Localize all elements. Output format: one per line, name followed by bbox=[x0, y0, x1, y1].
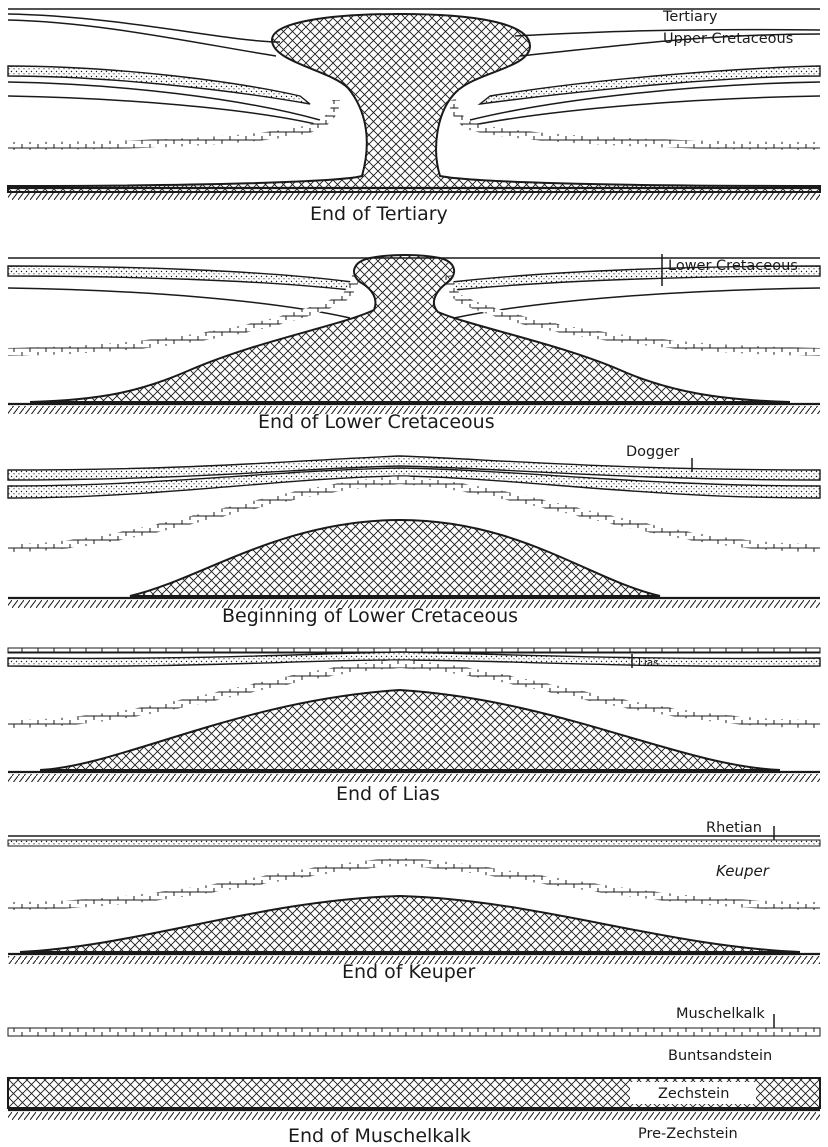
panel-end-of-muschelkalk: Muschelkalk Buntsandstein Zechstein Pre-… bbox=[8, 1006, 820, 1147]
label-muschelkalk: Muschelkalk bbox=[676, 1006, 765, 1022]
panel-end-of-lower-cretaceous: Lower Cretaceous End of Lower Cretaceous bbox=[8, 254, 820, 433]
label-pre-zechstein: Pre-Zechstein bbox=[638, 1126, 738, 1142]
label-tertiary: Tertiary bbox=[662, 9, 718, 25]
panel-end-of-lias: Lias End of Lias bbox=[8, 648, 820, 805]
label-upper-cretaceous: Upper Cretaceous bbox=[663, 31, 793, 47]
caption-end-of-keuper: End of Keuper bbox=[342, 961, 475, 983]
caption-beginning-of-lower-cretaceous: Beginning of Lower Cretaceous bbox=[222, 605, 518, 627]
label-zechstein: Zechstein bbox=[658, 1086, 729, 1102]
label-lias: Lias bbox=[638, 657, 659, 669]
label-lower-cretaceous: Lower Cretaceous bbox=[668, 258, 798, 274]
label-dogger: Dogger bbox=[626, 444, 679, 460]
caption-end-of-lias: End of Lias bbox=[336, 783, 440, 805]
label-keuper: Keuper bbox=[716, 862, 770, 880]
panel-end-of-keuper: Rhetian Keuper End of Keuper bbox=[8, 820, 820, 983]
caption-end-of-tertiary: End of Tertiary bbox=[310, 203, 448, 225]
label-rhetian: Rhetian bbox=[706, 820, 762, 836]
panel-end-of-tertiary: Tertiary Upper Cretaceous End of Tertiar… bbox=[8, 9, 820, 225]
panel-beginning-of-lower-cretaceous: Dogger Beginning of Lower Cretaceous bbox=[8, 444, 820, 627]
caption-end-of-muschelkalk: End of Muschelkalk bbox=[288, 1125, 471, 1147]
label-buntsandstein: Buntsandstein bbox=[668, 1048, 772, 1064]
caption-end-of-lower-cretaceous: End of Lower Cretaceous bbox=[258, 411, 495, 433]
